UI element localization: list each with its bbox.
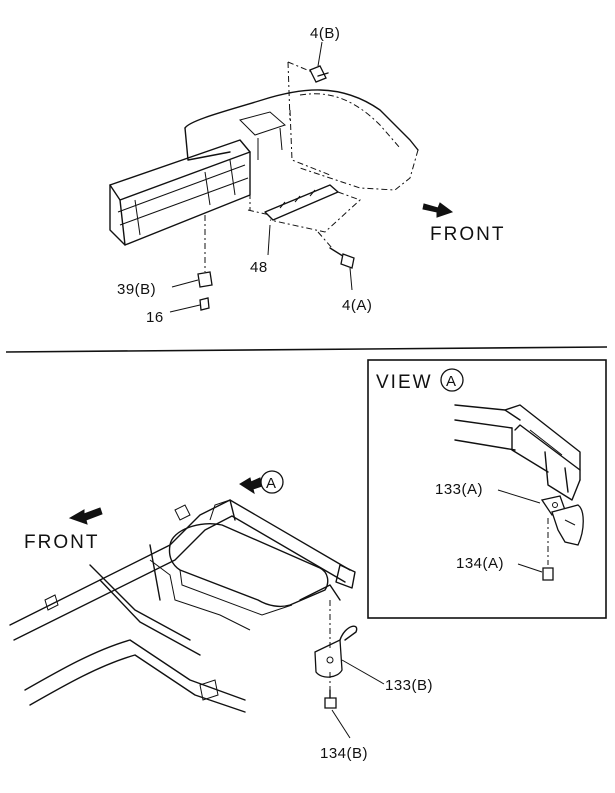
label-view-a-marker: A	[266, 475, 277, 492]
label-4b: 4(B)	[310, 25, 340, 42]
bracket-133a-icon	[497, 489, 584, 546]
label-16: 16	[146, 309, 164, 326]
label-front-top: FRONT	[430, 224, 505, 245]
label-134b: 134(B)	[320, 745, 368, 762]
bracket-48	[247, 165, 361, 233]
label-4a: 4(A)	[342, 297, 372, 314]
view-a-arrow-icon	[239, 470, 284, 495]
label-front-bottom: FRONT	[24, 532, 99, 553]
bolt-134b-icon	[324, 672, 351, 739]
bolt-4b-icon	[287, 61, 329, 121]
top-assembly: 4(B) 48 4(A) 39(B) 16 FRONT	[109, 25, 505, 326]
front-arrow-top-icon	[422, 202, 454, 218]
nut-39b-icon	[171, 215, 213, 288]
bolt-16-icon	[169, 297, 210, 313]
leader-133b	[341, 659, 385, 685]
label-48: 48	[250, 259, 268, 276]
front-arrow-bottom-icon	[68, 507, 103, 525]
bolt-134a-icon	[517, 518, 554, 581]
fuel-tank-bottom	[149, 499, 329, 631]
label-39b: 39(B)	[117, 281, 156, 298]
label-133b: 133(B)	[385, 677, 433, 694]
inset-title-marker: A	[446, 373, 457, 390]
inset-crossmember	[454, 404, 581, 501]
bracket-133b-icon	[314, 600, 358, 678]
leader-4b	[317, 41, 323, 67]
label-133a: 133(A)	[435, 481, 483, 498]
view-a-inset: VIEW A	[367, 359, 607, 619]
bolt-4a-icon	[317, 231, 355, 291]
frame-rail-top	[109, 139, 251, 246]
tank-outline-top	[184, 89, 419, 191]
inset-title: VIEW	[376, 372, 433, 393]
chassis-frame-bottom	[9, 499, 356, 713]
bottom-assembly: FRONT A	[9, 359, 607, 762]
section-divider	[5, 346, 608, 353]
label-134a: 134(A)	[456, 555, 504, 572]
leader-48	[267, 224, 271, 256]
